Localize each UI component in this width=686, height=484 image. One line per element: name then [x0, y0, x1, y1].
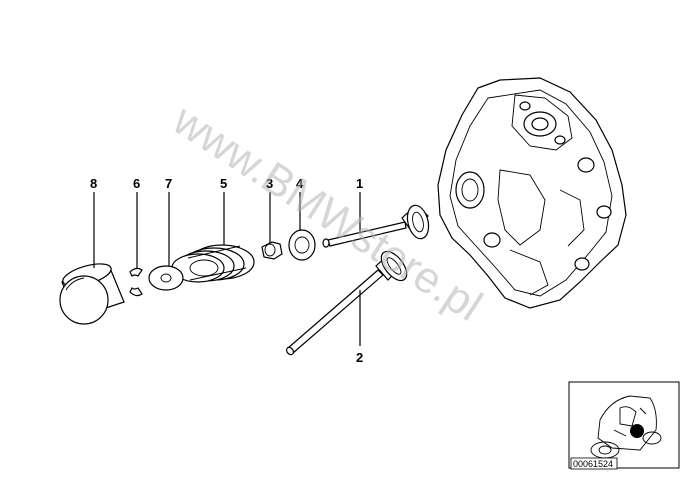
bucket-tappet: [59, 263, 125, 325]
cylinder-head: [437, 77, 627, 309]
callout-2: 2: [356, 350, 363, 365]
spring-retainer: [148, 265, 184, 291]
callout-8: 8: [90, 176, 97, 191]
valve-stem-seal: [261, 241, 283, 260]
valve-collets: [129, 267, 143, 297]
spring-seat-washer: [288, 229, 316, 261]
callout-5: 5: [220, 176, 227, 191]
callout-numbers: 8 6 7 5 3 4 1 2: [90, 176, 363, 365]
callout-3: 3: [266, 176, 273, 191]
callout-4: 4: [296, 176, 304, 191]
callout-6: 6: [133, 176, 140, 191]
valve-2: [285, 250, 408, 356]
leader-lines: [93, 192, 361, 346]
callout-1: 1: [356, 176, 363, 191]
location-thumbnail: 00061524: [568, 381, 680, 470]
motorcycle-thumbnail: [590, 395, 662, 459]
reference-code-box: [570, 457, 618, 470]
valve-spring: [171, 244, 255, 283]
callout-7: 7: [165, 176, 172, 191]
location-marker-icon: [630, 424, 644, 438]
valve-1: [322, 204, 430, 248]
reference-code: 00061524: [573, 459, 613, 469]
